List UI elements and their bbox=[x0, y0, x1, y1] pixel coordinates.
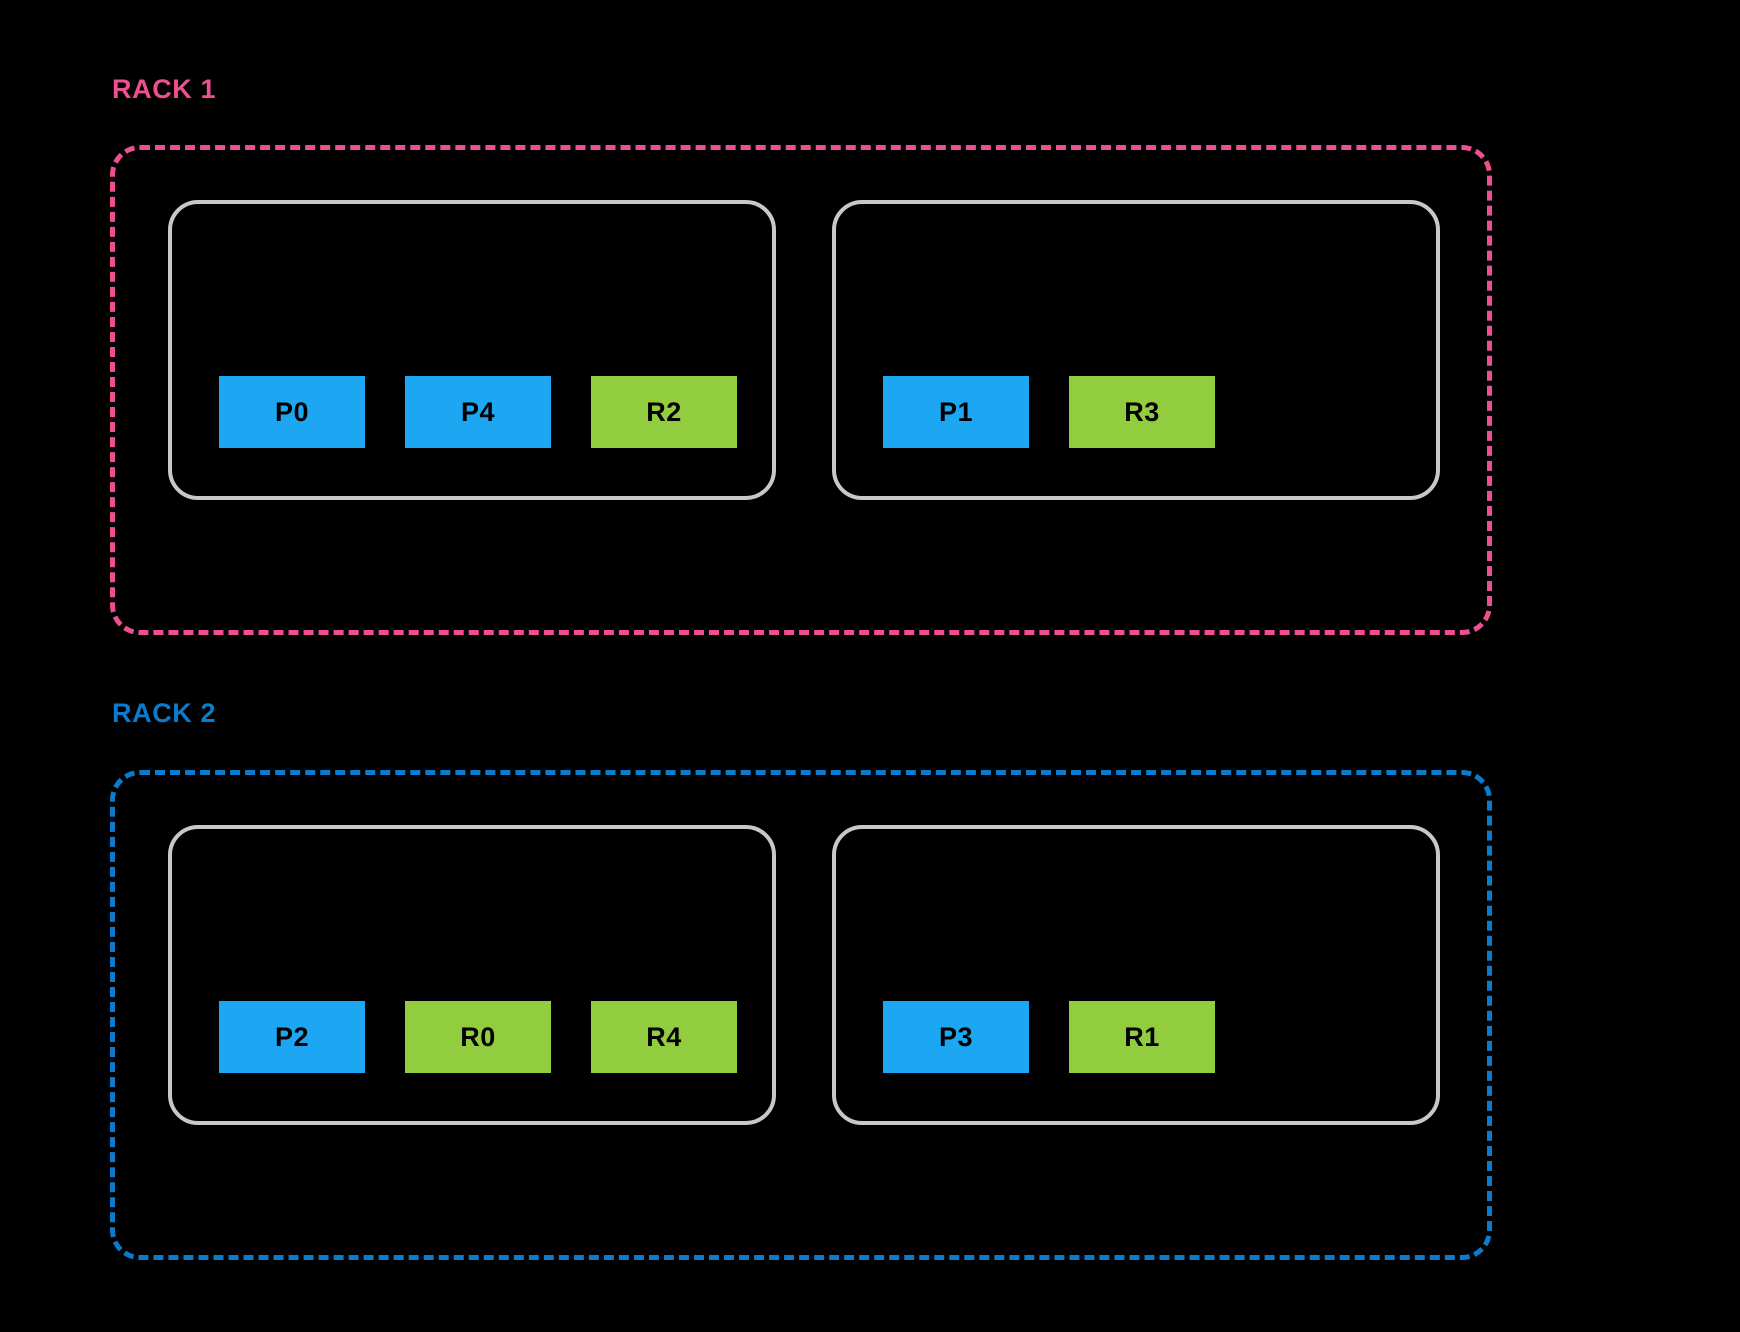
rack-1-boundary bbox=[110, 145, 1492, 635]
partition-chip-p0[interactable]: P0 bbox=[219, 376, 365, 448]
replica-chip-r0[interactable]: R0 bbox=[405, 1001, 551, 1073]
rack2-node-2[interactable]: P3 R1 bbox=[832, 825, 1440, 1125]
rack-1-label: RACK 1 bbox=[112, 74, 217, 104]
rack1-node-1-chips: P0 P4 R2 bbox=[172, 376, 737, 496]
rack-2-boundary bbox=[110, 770, 1492, 1260]
rack1-node-2[interactable]: P1 R3 bbox=[832, 200, 1440, 500]
replica-chip-r4[interactable]: R4 bbox=[591, 1001, 737, 1073]
rack2-node-1-chips: P2 R0 R4 bbox=[172, 1001, 737, 1121]
rack-2-label: RACK 2 bbox=[112, 698, 217, 728]
partition-chip-p1[interactable]: P1 bbox=[883, 376, 1029, 448]
rack2-node-1[interactable]: P2 R0 R4 bbox=[168, 825, 776, 1125]
replica-chip-r1[interactable]: R1 bbox=[1069, 1001, 1215, 1073]
rack1-node-1[interactable]: P0 P4 R2 bbox=[168, 200, 776, 500]
partition-chip-p2[interactable]: P2 bbox=[219, 1001, 365, 1073]
rack1-node-2-chips: P1 R3 bbox=[836, 376, 1215, 496]
replica-chip-r3[interactable]: R3 bbox=[1069, 376, 1215, 448]
rack2-node-2-chips: P3 R1 bbox=[836, 1001, 1215, 1121]
partition-chip-p4[interactable]: P4 bbox=[405, 376, 551, 448]
replica-chip-r2[interactable]: R2 bbox=[591, 376, 737, 448]
partition-chip-p3[interactable]: P3 bbox=[883, 1001, 1029, 1073]
